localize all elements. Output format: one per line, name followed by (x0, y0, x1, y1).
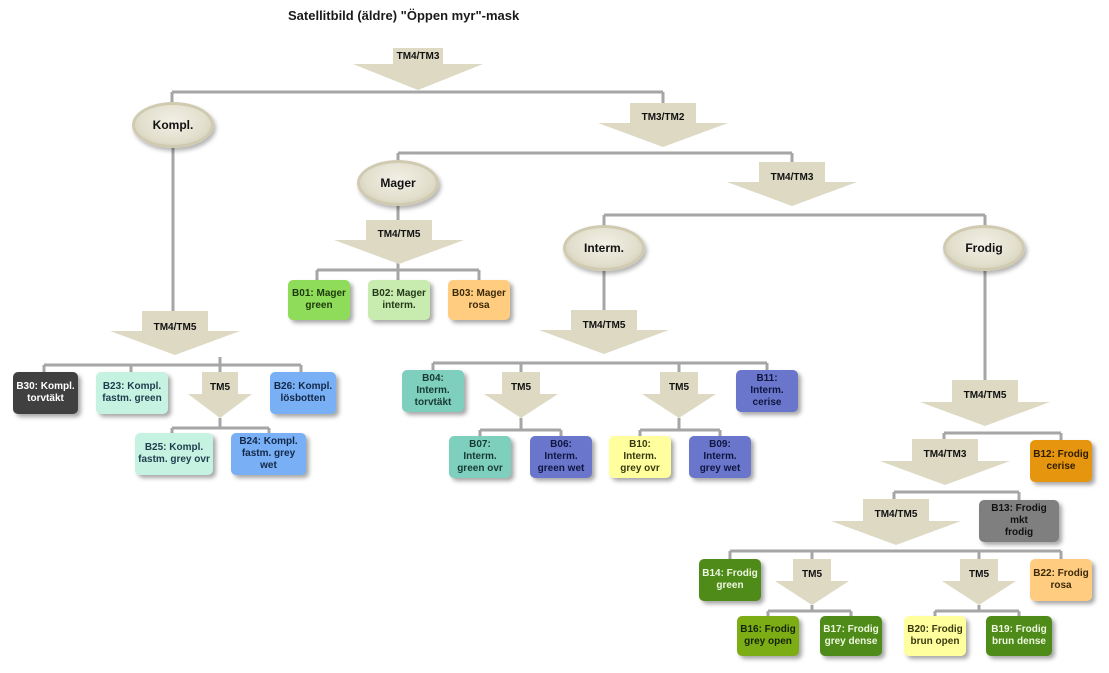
oval-frodig: Frodig (943, 225, 1025, 271)
split-label: TM5 (511, 382, 531, 393)
class-box-b24: B24: Kompl. fastm. grey wet (231, 433, 306, 475)
class-box-b14: B14: Frodig green (699, 559, 761, 601)
class-box-b23: B23: Kompl. fastm. green (96, 372, 168, 414)
split-label: TM4/TM5 (874, 509, 918, 520)
class-box-b01: B01: Mager green (288, 280, 350, 320)
split-label: TM4/TM5 (582, 320, 626, 331)
split-arrow-frodig-tm4tm3: TM4/TM3 (880, 439, 1010, 485)
class-box-b13: B13: Frodig mkt frodig (979, 500, 1059, 542)
oval-kompl: Kompl. (132, 102, 214, 148)
split-arrow-tm3tm2: TM3/TM2 (598, 103, 728, 147)
split-arrow-interm-tm5-right: TM5 (642, 372, 716, 418)
split-label: TM4/TM5 (963, 390, 1007, 401)
class-box-b09: B09: Interm. grey wet (689, 436, 751, 478)
class-box-b07: B07: Interm. green ovr (449, 436, 511, 478)
split-label: TM4/TM3 (923, 449, 967, 460)
split-label: TM3/TM2 (641, 112, 685, 123)
split-arrow-root: TM4/TM3 (353, 48, 483, 90)
diagram-title: Satellitbild (äldre) "Öppen myr"-mask (288, 8, 520, 23)
class-box-b06: B06: Interm. green wet (530, 436, 592, 478)
split-arrow-kompl: TM4/TM5 (110, 311, 240, 355)
split-arrow-frodig-tm5-right: TM5 (942, 559, 1016, 605)
class-box-b17: B17: Frodig grey dense (820, 616, 882, 656)
split-arrow-frodig: TM4/TM5 (920, 380, 1050, 426)
class-box-b19: B19: Frodig brun dense (986, 616, 1052, 656)
class-box-b25: B25: Kompl. fastm. grey ovr (135, 433, 213, 475)
split-label: TM5 (802, 569, 822, 580)
class-box-b04: B04: Interm. torvtäkt (402, 370, 464, 412)
oval-mager: Mager (357, 160, 439, 206)
class-box-b22: B22: Frodig rosa (1030, 559, 1092, 601)
split-label: TM4/TM3 (396, 51, 440, 62)
split-arrow-mager: TM4/TM5 (334, 220, 464, 264)
class-box-b16: B16: Frodig grey open (737, 616, 799, 656)
split-label: TM5 (669, 382, 689, 393)
class-box-b12: B12: Frodig cerise (1030, 440, 1092, 482)
split-arrow-kompl-tm5: TM5 (188, 372, 252, 418)
class-box-b20: B20: Frodig brun open (904, 616, 966, 656)
split-label: TM4/TM5 (377, 229, 421, 240)
class-box-b10: B10: Interm. grey ovr (609, 436, 671, 478)
split-label: TM4/TM3 (770, 172, 814, 183)
class-box-b30: B30: Kompl. torvtäkt (13, 372, 78, 414)
split-arrow-frodig-tm5-left: TM5 (775, 559, 849, 605)
split-arrow-frodig-tm4tm5: TM4/TM5 (831, 499, 961, 545)
class-box-b03: B03: Mager rosa (448, 280, 510, 320)
oval-interm: Interm. (563, 225, 645, 271)
split-label: TM5 (210, 382, 230, 393)
split-label: TM5 (969, 569, 989, 580)
split-arrow-interm: TM4/TM5 (539, 310, 669, 354)
split-label: TM4/TM5 (153, 322, 197, 333)
class-box-b11: B11: Interm. cerise (736, 370, 798, 412)
split-arrow-interm-tm5-left: TM5 (484, 372, 558, 418)
class-box-b26: B26: Kompl. lösbotten (270, 372, 336, 414)
class-box-b02: B02: Mager interm. (368, 280, 430, 320)
split-arrow-right: TM4/TM3 (727, 162, 857, 206)
